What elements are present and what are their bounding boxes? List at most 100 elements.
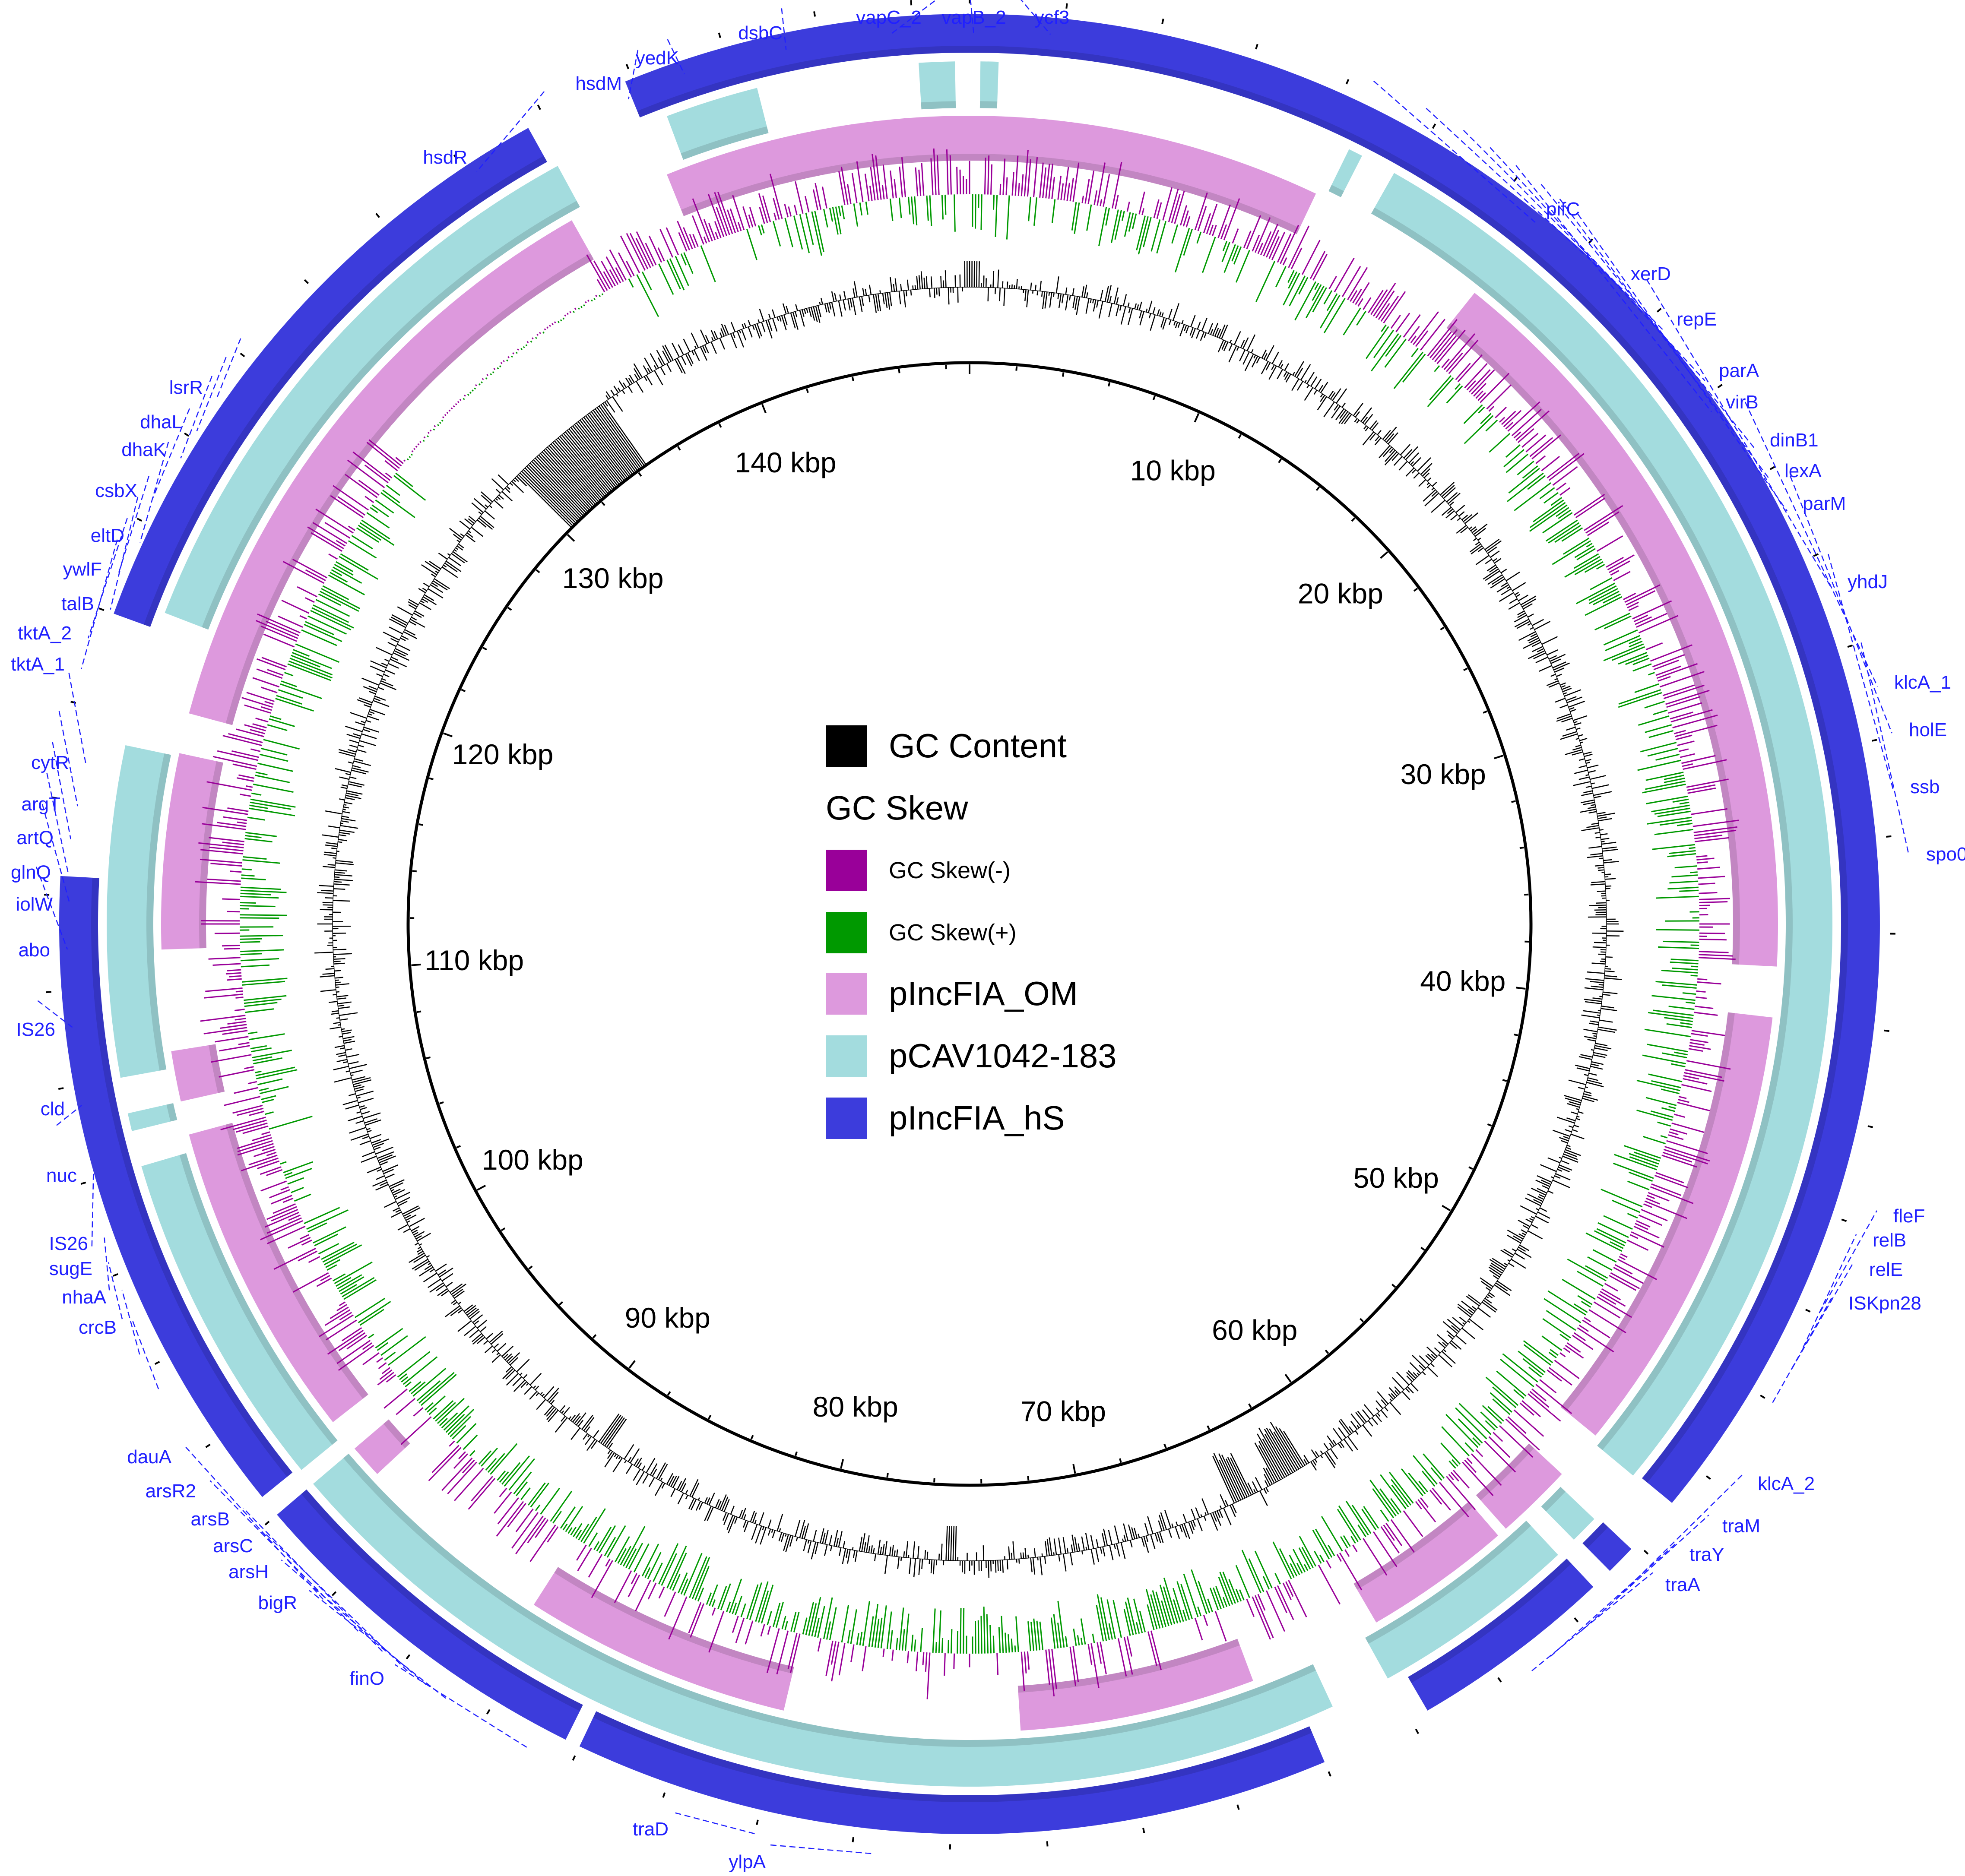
outer-tick <box>1142 1828 1145 1833</box>
backbone-tick <box>806 388 809 393</box>
legend-swatch-gc-content <box>826 725 867 767</box>
gene-label-traa: traA <box>1665 1574 1700 1595</box>
gene-leader-line <box>1021 0 1051 35</box>
gene-label-fino: finO <box>349 1668 384 1689</box>
outer-tick <box>1717 384 1723 389</box>
backbone-tick <box>443 732 453 737</box>
backbone-tick <box>1062 372 1065 377</box>
outer-tick <box>406 1654 411 1660</box>
kbp-label-120: 120 kbp <box>452 738 553 770</box>
backbone-tick <box>718 423 722 428</box>
gene-leader-line <box>56 1105 82 1126</box>
backbone-tick <box>898 369 900 373</box>
gene-label-tray: traY <box>1689 1544 1724 1565</box>
ring-pincfia-hs-edge <box>637 46 970 117</box>
gene-label-dinb1: dinB1 <box>1770 430 1819 451</box>
outer-tick <box>1046 1841 1049 1847</box>
gene-leader-line <box>180 376 212 459</box>
gene-label-nuc: nuc <box>46 1165 77 1186</box>
ring-pincfia-hs-segment <box>1582 1522 1632 1571</box>
ring-pincfia-om-edge <box>1446 322 1740 965</box>
backbone-tick <box>677 446 681 451</box>
ring-pcav1042-183-edge <box>681 126 769 160</box>
gene-label-arsc: arsC <box>213 1535 253 1556</box>
gc-skew-track <box>195 148 1739 1699</box>
backbone-tick <box>1516 987 1526 990</box>
kbp-label-110: 110 kbp <box>425 944 524 976</box>
backbone-tick <box>1494 754 1504 759</box>
gene-label-iolw: iolW <box>16 894 53 915</box>
gene-leader-line <box>1577 214 1788 512</box>
backbone-tick <box>1380 551 1388 559</box>
gene-leader-line <box>1580 1515 1709 1632</box>
outer-tick-marks <box>44 0 1895 1850</box>
backbone-tick <box>1163 1443 1167 1449</box>
gene-label-artq: artQ <box>16 827 54 848</box>
ring-pincfia-om-segment <box>1476 1443 1562 1529</box>
outer-tick <box>331 1591 337 1596</box>
gene-label-dsbc: dsbC <box>738 22 783 44</box>
kbp-label-50: 50 kbp <box>1353 1162 1439 1194</box>
gene-label-ylpa: ylpA <box>729 1851 766 1873</box>
ring-pincfia-om-edge <box>1476 1443 1534 1500</box>
backbone-tick <box>1351 517 1356 522</box>
backbone-tick <box>667 1391 671 1396</box>
backbone-tick <box>601 501 605 506</box>
backbone-tick <box>1413 588 1418 592</box>
outer-tick <box>1328 1771 1331 1777</box>
gene-leader-line <box>46 772 69 873</box>
outer-tick <box>240 352 245 357</box>
gene-label-daua: dauA <box>127 1446 171 1468</box>
gene-label-vapb-2: vapB_2 <box>941 7 1006 28</box>
legend-swatch-hs <box>826 1098 867 1139</box>
outer-tick <box>1415 1728 1419 1734</box>
backbone-tick <box>1194 413 1200 423</box>
kbp-label-30: 30 kbp <box>1401 758 1486 790</box>
ring-pcav1042-183-segment <box>919 61 956 110</box>
ring-pincfia-hs-edge <box>91 877 293 1477</box>
backbone-tick <box>1442 1205 1451 1212</box>
gene-label-iskpn28: ISKpn28 <box>1848 1293 1921 1314</box>
outer-tick <box>1236 1804 1240 1810</box>
ring-pcav1042-183-edge <box>979 101 998 109</box>
backbone-tick <box>439 1101 444 1104</box>
backbone-tick <box>418 823 423 826</box>
gene-label-cytr: cytR <box>31 752 69 773</box>
gene-leader-line <box>68 673 87 766</box>
gene-label-relb: relB <box>1873 1230 1906 1251</box>
gene-leader-line <box>87 518 128 639</box>
kbp-label-70: 70 kbp <box>1021 1395 1106 1427</box>
gene-label-virb: virB <box>1726 392 1759 413</box>
gene-label-arsr2: arsR2 <box>146 1481 196 1502</box>
backbone-tick <box>567 534 575 542</box>
backbone-tick <box>1468 1166 1473 1170</box>
gene-leader-line <box>1819 1210 1877 1313</box>
gene-leader-line <box>117 476 149 576</box>
gene-label-yhdj: yhdJ <box>1848 571 1888 592</box>
backbone-tick <box>1483 710 1488 714</box>
kbp-label-140: 140 kbp <box>735 446 837 478</box>
backbone-tick <box>507 607 512 611</box>
ring-pcav1042-183-segment <box>141 1153 338 1470</box>
gene-leader-line <box>674 1812 755 1835</box>
backbone-tick <box>476 1184 486 1191</box>
gene-label-yedk: yedK <box>636 47 679 69</box>
ring-pincfia-hs-segment <box>277 1489 583 1740</box>
backbone-tick <box>501 1227 506 1231</box>
gene-leader-line <box>41 804 71 905</box>
gene-label-glnq: glnQ <box>11 862 51 883</box>
backbone-tick <box>1284 1374 1292 1383</box>
ring-pcav1042-183-segment <box>1541 1487 1594 1540</box>
outer-tick <box>184 432 190 437</box>
gene-label-dhal: dhaL <box>140 411 182 433</box>
kbp-label-40: 40 kbp <box>1420 965 1505 997</box>
ring-pcav1042-183-segment <box>1365 1521 1558 1679</box>
ring-pincfia-om-edge <box>681 154 970 216</box>
homology-rings <box>59 14 1880 1835</box>
outer-tick <box>1805 1309 1811 1313</box>
legend-swatch-cav <box>826 1035 867 1077</box>
gc-skew-positive <box>239 194 1700 1654</box>
backbone-tick <box>536 569 540 573</box>
gene-label-hole: holE <box>1909 719 1947 740</box>
